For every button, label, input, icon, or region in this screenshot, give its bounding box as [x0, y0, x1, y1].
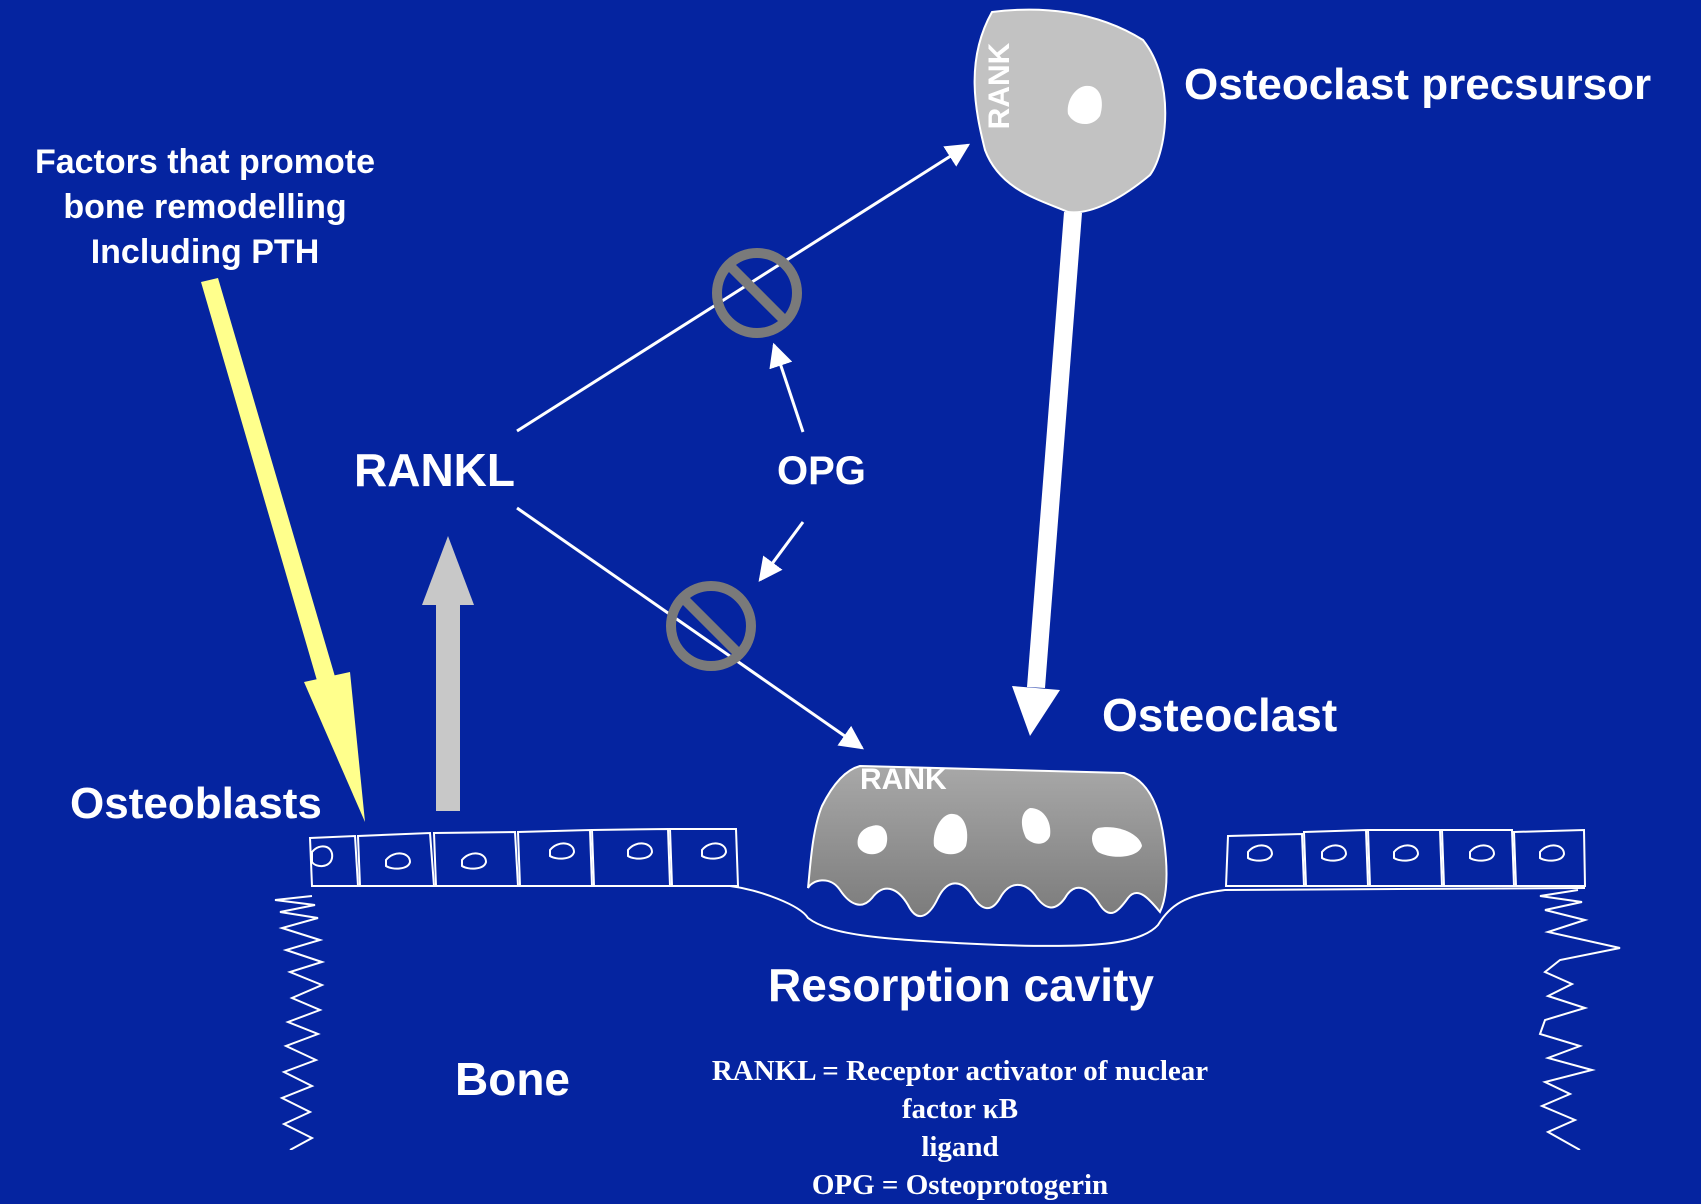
resorption-cavity-label: Resorption cavity	[768, 958, 1154, 1012]
bone-label: Bone	[455, 1052, 570, 1106]
upper-inhibition-symbol	[717, 253, 797, 333]
factors-label: Factors that promote bone remodelling In…	[10, 140, 400, 275]
precursor-rank-label: RANK	[983, 43, 1017, 130]
osteoclast-label: Osteoclast	[1102, 688, 1337, 742]
osteoblasts-label: Osteoblasts	[70, 779, 322, 829]
bone-surface-line	[320, 886, 1585, 946]
osteoclast-rank-label: RANK	[860, 763, 947, 797]
osteoblast-row-left	[310, 829, 738, 886]
osteoblast-row-right	[1226, 830, 1585, 886]
factors-line-2: bone remodelling	[10, 185, 400, 230]
osteoblast-to-rankl-arrow	[422, 536, 474, 811]
precursor-to-osteoclast-arrow	[1012, 212, 1082, 736]
factors-line-1: Factors that promote	[10, 140, 400, 185]
factors-arrow	[201, 278, 365, 822]
opg-to-upper-inhibitor-arrow	[774, 345, 803, 432]
abbreviation-legend: RANKL = Receptor activator of nuclear fa…	[680, 1052, 1240, 1204]
lower-inhibition-symbol	[671, 586, 751, 666]
factors-line-3: Including PTH	[10, 230, 400, 275]
legend-line-3: OPG = Osteoprotogerin	[680, 1166, 1240, 1204]
bone-edge-right	[1540, 890, 1620, 1150]
rankl-label: RANKL	[354, 443, 515, 497]
bone-edge-left	[275, 896, 322, 1150]
legend-line-1: RANKL = Receptor activator of nuclear fa…	[680, 1052, 1240, 1128]
rankl-to-precursor-line	[517, 145, 968, 431]
legend-line-2: ligand	[680, 1128, 1240, 1166]
opg-label: OPG	[777, 449, 866, 494]
opg-to-lower-inhibitor-arrow	[760, 522, 803, 580]
rankl-to-osteoclast-line	[517, 508, 862, 748]
osteoclast-precursor-label: Osteoclast precsursor	[1184, 60, 1651, 110]
